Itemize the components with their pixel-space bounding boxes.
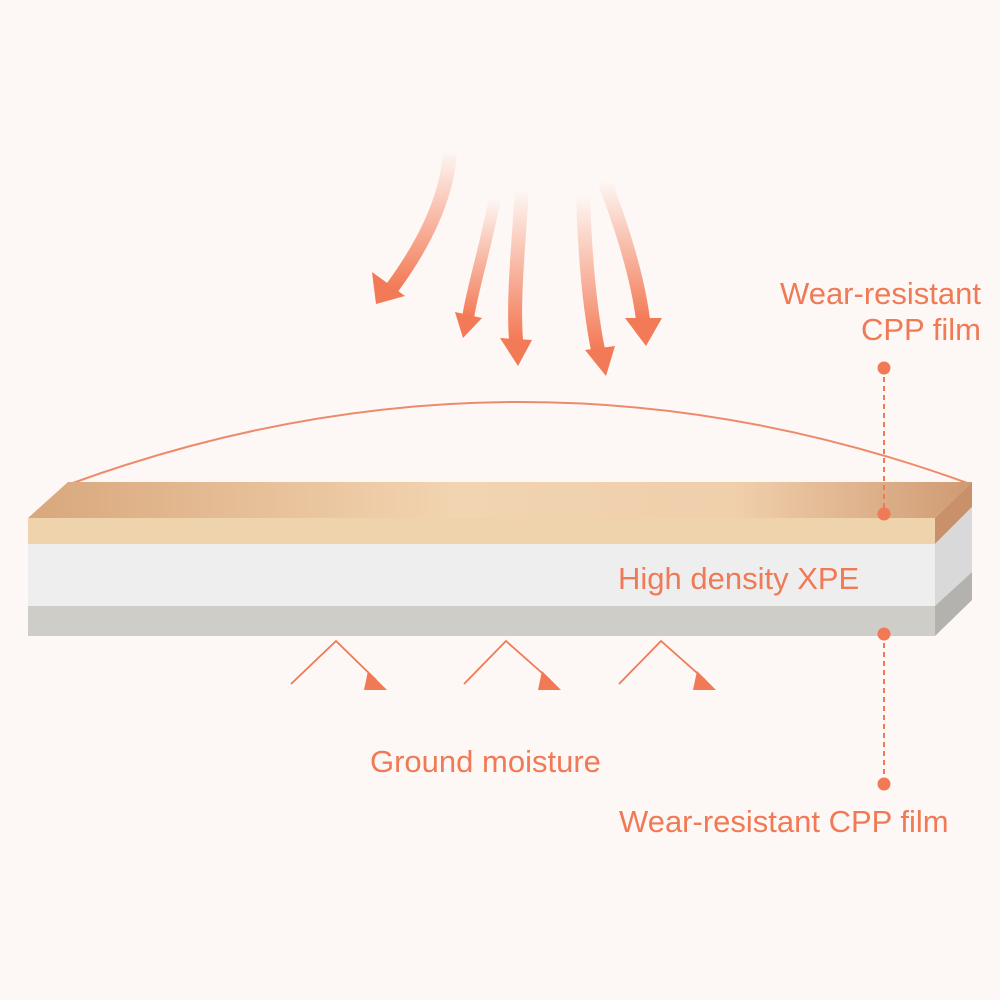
layered-mat (28, 482, 972, 636)
top-film-side (935, 482, 972, 544)
protection-arc (69, 401, 971, 485)
bottom-film-leader (877, 627, 891, 791)
curved-down-arrow-icon (597, 173, 662, 346)
top-film-label-line1: Wear-resistant (780, 276, 981, 311)
bottom-film-label: Wear-resistant CPP film (619, 804, 949, 839)
bent-arrow-icon (463, 639, 561, 690)
top-film-leader (877, 361, 891, 521)
bent-arrow-icon (290, 639, 387, 690)
top-film-label: Wear-resistant CPP film (780, 276, 981, 348)
xpe-layer-face (28, 544, 935, 606)
bottom-film-side (935, 572, 972, 636)
ground-moisture-label: Ground moisture (370, 744, 601, 779)
curved-down-arrow-icon (576, 188, 615, 376)
heat-arrows (372, 143, 662, 376)
top-film-edge (28, 518, 935, 544)
bottom-film-face (28, 606, 935, 636)
xpe-layer-side (935, 507, 972, 606)
bent-arrow-icon (618, 639, 716, 690)
moisture-arrows (290, 639, 716, 690)
curved-down-arrow-icon (500, 183, 532, 366)
curved-down-arrow-icon (455, 192, 501, 338)
top-film-surface (28, 482, 972, 518)
xpe-layer-label: High density XPE (618, 561, 860, 596)
top-film-label-line2: CPP film (860, 312, 981, 347)
curved-down-arrow-icon (372, 143, 457, 304)
